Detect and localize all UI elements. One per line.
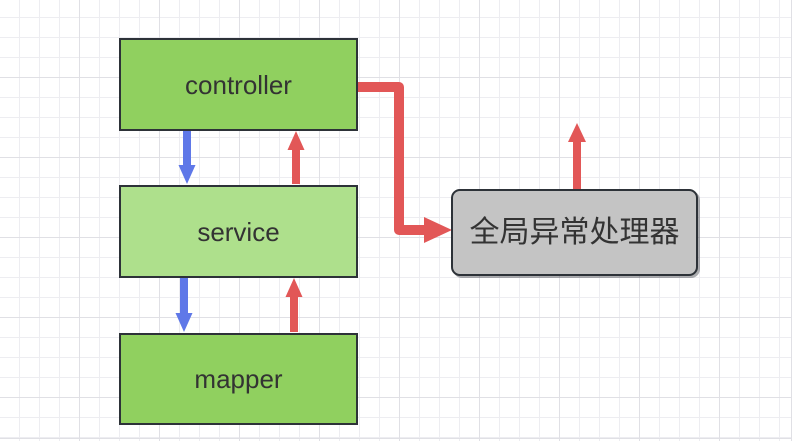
edge-service-to-mapper bbox=[175, 278, 193, 332]
edge-controller-to-service bbox=[178, 131, 196, 184]
edge-service-to-controller bbox=[287, 131, 305, 184]
edge-controller-to-exception-handler-line bbox=[357, 82, 426, 235]
node-controller-label: controller bbox=[185, 69, 292, 100]
edge-controller-to-exception-handler bbox=[357, 82, 452, 243]
node-service: service bbox=[119, 185, 358, 278]
node-mapper: mapper bbox=[119, 333, 358, 425]
edge-exception-handler-up bbox=[568, 123, 586, 189]
node-exception-handler: 全局异常处理器 bbox=[451, 189, 698, 276]
node-mapper-label: mapper bbox=[194, 364, 283, 394]
arrowhead-right-icon bbox=[424, 217, 452, 243]
arrowhead-down-icon bbox=[178, 165, 196, 184]
node-controller: controller bbox=[119, 38, 358, 131]
node-service-label: service bbox=[197, 216, 280, 247]
edge-mapper-to-service bbox=[285, 278, 303, 332]
arrowhead-down-icon bbox=[175, 313, 193, 332]
arrowhead-up-icon bbox=[568, 123, 586, 142]
node-exception-handler-label: 全局异常处理器 bbox=[469, 215, 680, 249]
arrowhead-up-icon bbox=[287, 131, 305, 150]
arrowhead-up-icon bbox=[285, 278, 303, 297]
